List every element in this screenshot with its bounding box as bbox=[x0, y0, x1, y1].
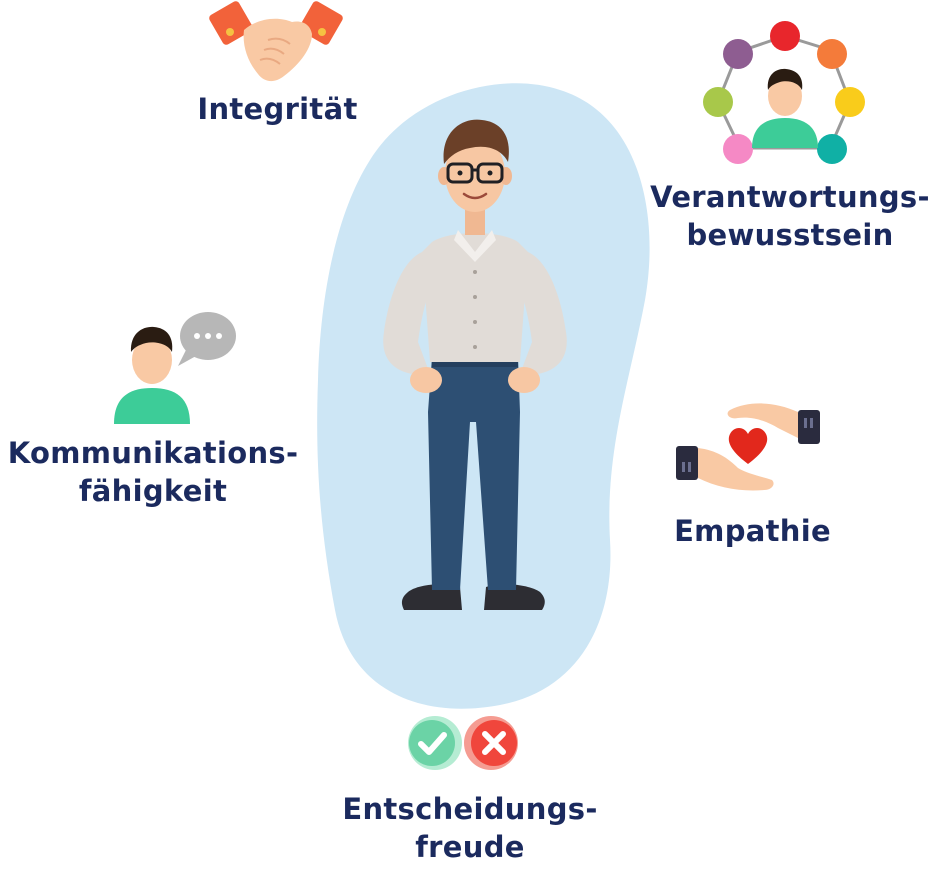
left-shoe bbox=[401, 584, 462, 610]
person-hair bbox=[767, 68, 803, 90]
people-network-icon bbox=[703, 21, 865, 164]
right-cuff-button bbox=[318, 28, 326, 36]
neck bbox=[465, 207, 485, 235]
node-teal bbox=[817, 134, 847, 164]
bubble-dot bbox=[205, 333, 211, 339]
node-purple bbox=[723, 39, 753, 69]
top-cuff-detail bbox=[804, 418, 807, 428]
node-green bbox=[703, 87, 733, 117]
left-hand bbox=[410, 367, 442, 393]
person-body bbox=[752, 118, 818, 148]
person-head bbox=[768, 76, 802, 116]
bottom-cuff bbox=[676, 446, 698, 480]
top-cuff bbox=[798, 410, 820, 444]
right-shoe bbox=[484, 584, 545, 610]
label-empathie: Empathie bbox=[674, 514, 831, 548]
shirt-button bbox=[473, 295, 477, 299]
person-speech-bubble-icon bbox=[114, 312, 236, 424]
right-eye bbox=[487, 170, 493, 176]
check-circle bbox=[409, 720, 455, 766]
left-cuff-button bbox=[226, 28, 234, 36]
node-yellow bbox=[835, 87, 865, 117]
collar bbox=[454, 230, 496, 262]
left-cuff bbox=[209, 1, 253, 45]
node-pink bbox=[723, 134, 753, 164]
glasses-left bbox=[446, 162, 474, 184]
speech-bubble-tail bbox=[178, 350, 196, 366]
man-with-glasses-illustration bbox=[383, 119, 567, 610]
check-mark bbox=[418, 732, 447, 755]
bubble-dot bbox=[194, 333, 200, 339]
right-hand bbox=[508, 367, 540, 393]
label-integritaet: Integrität bbox=[197, 92, 358, 126]
top-cuff-detail bbox=[810, 418, 813, 428]
bottom-cuff-detail bbox=[688, 462, 691, 472]
hair bbox=[443, 119, 509, 164]
bottom-hand bbox=[698, 448, 774, 491]
heart bbox=[728, 428, 768, 464]
left-arm bbox=[383, 252, 436, 374]
left-eye bbox=[457, 170, 463, 176]
bubble-dot bbox=[216, 333, 222, 339]
finger-lines bbox=[259, 37, 291, 65]
jeans bbox=[428, 357, 520, 590]
person-head bbox=[132, 336, 172, 384]
top-hand bbox=[727, 403, 798, 438]
glasses-right bbox=[476, 162, 504, 184]
shirt-button bbox=[473, 320, 477, 324]
hands-heart-icon bbox=[676, 403, 820, 491]
check-cross-icon bbox=[408, 716, 518, 770]
shirt-button bbox=[473, 270, 477, 274]
handshake-icon bbox=[209, 1, 343, 82]
node-red bbox=[770, 21, 800, 51]
person-hair bbox=[130, 326, 173, 352]
label-entscheidungsfreude: Entscheidungs- freude bbox=[342, 792, 598, 864]
label-kommunikationsfaehigkeit: Kommunikations- fähigkeit bbox=[7, 436, 299, 508]
node-orange bbox=[817, 39, 847, 69]
right-arm bbox=[514, 252, 567, 374]
shirt-button bbox=[473, 345, 477, 349]
smile bbox=[462, 192, 488, 200]
bottom-cuff-detail bbox=[682, 462, 685, 472]
person-body bbox=[114, 388, 190, 424]
label-verantwortungsbewusstsein: Verantwortungs- bewusstsein bbox=[650, 180, 930, 252]
cross-mark bbox=[482, 731, 506, 755]
head bbox=[445, 136, 505, 212]
